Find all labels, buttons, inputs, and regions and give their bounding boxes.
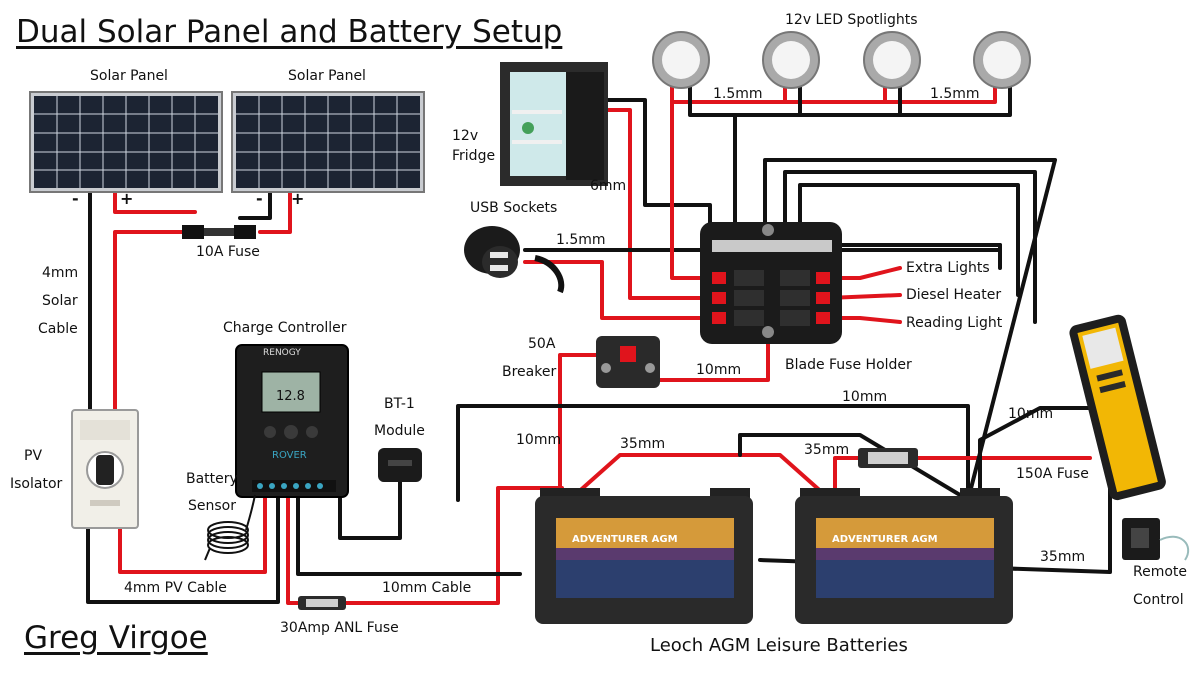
battery-right bbox=[795, 488, 1013, 624]
usb-wire-label: 1.5mm bbox=[556, 232, 606, 248]
fridge bbox=[500, 62, 608, 186]
remote-label-1: Remote bbox=[1133, 564, 1188, 580]
extra-lights-label: Extra Lights bbox=[906, 260, 990, 276]
battery-left-brand: ADVENTURER AGM bbox=[572, 534, 678, 545]
panel2-positive-wire bbox=[258, 190, 292, 234]
remote-control bbox=[1122, 518, 1190, 561]
reading-light-negative bbox=[783, 170, 1037, 324]
spot-positive-drop bbox=[670, 100, 714, 280]
solar-cable-label-3: Cable bbox=[38, 321, 78, 337]
solar-cable-label-2: Solar bbox=[42, 293, 78, 309]
controller-battery-negative bbox=[296, 493, 522, 576]
battery-link-negative bbox=[738, 433, 962, 497]
inverter bbox=[1069, 314, 1166, 501]
battery-right-brand: ADVENTURER AGM bbox=[832, 534, 938, 545]
spot-positive-bus bbox=[670, 80, 997, 104]
fuse-holder-negative-main bbox=[456, 404, 970, 502]
fuse-150a-label: 150A Fuse bbox=[1016, 466, 1089, 482]
bt-module-cable bbox=[338, 480, 402, 540]
fridge-label-1: 12v bbox=[452, 128, 479, 144]
panel-positive-wire bbox=[113, 190, 197, 214]
panel2-positive-label: + bbox=[291, 189, 305, 208]
controller-battery-positive bbox=[286, 493, 302, 605]
fridge-positive-wire bbox=[590, 108, 714, 300]
solar-panel-right bbox=[231, 91, 425, 193]
fridge-label-2: Fridge bbox=[452, 148, 496, 164]
solar-panel-left-label: Solar Panel bbox=[90, 68, 168, 84]
panel2-negative-label: - bbox=[256, 189, 263, 208]
breaker-to-fuse-holder bbox=[653, 330, 770, 382]
spot-wire-left-label: 1.5mm bbox=[713, 86, 763, 102]
diesel-heater-negative bbox=[798, 183, 1020, 297]
anl-fuse-label: 30Amp ANL Fuse bbox=[280, 620, 399, 636]
panel-series-negative-wire bbox=[238, 190, 272, 220]
bt1-label-1: BT-1 bbox=[384, 396, 415, 412]
battery-link-left-label: 35mm bbox=[620, 436, 666, 452]
pv-isolator-label-1: PV bbox=[24, 448, 43, 464]
battery-sensor bbox=[204, 494, 256, 561]
led-spotlights bbox=[652, 31, 1031, 89]
controller-battery-wire-label: 10mm bbox=[516, 432, 562, 448]
remote-label-2: Control bbox=[1133, 592, 1184, 608]
solar-cable-label-1: 4mm bbox=[42, 265, 79, 281]
spotlights-label: 12v LED Spotlights bbox=[785, 12, 918, 28]
breaker-wire-label: 10mm bbox=[696, 362, 742, 378]
inline-fuse-10a bbox=[182, 225, 256, 239]
battery-link-right-label: 35mm bbox=[804, 442, 850, 458]
usb-positive-wire bbox=[523, 260, 714, 320]
breaker-label-1: 50A bbox=[528, 336, 556, 352]
fridge-wire-label: 6mm bbox=[590, 178, 627, 194]
fuse-10a-label: 10A Fuse bbox=[196, 244, 260, 260]
battery-link-positive bbox=[573, 453, 827, 497]
usb-sockets-label: USB Sockets bbox=[470, 200, 558, 216]
diagram-title: Dual Solar Panel and Battery Setup bbox=[16, 14, 563, 50]
bt1-label-2: Module bbox=[374, 423, 425, 439]
charge-controller bbox=[235, 344, 349, 498]
pv-isolator-label-2: Isolator bbox=[10, 476, 63, 492]
battery-sensor-label-2: Sensor bbox=[188, 498, 236, 514]
fuse-holder-neg-wire-label: 10mm bbox=[842, 389, 888, 405]
battery-left bbox=[535, 488, 753, 624]
pv-cable-label: 4mm PV Cable bbox=[124, 580, 227, 596]
bt1-module bbox=[378, 448, 422, 482]
spot-negative-bus bbox=[688, 80, 1012, 117]
blade-fuse-holder bbox=[700, 222, 842, 344]
inverter-wire-label: 10mm bbox=[1008, 406, 1054, 422]
author-name: Greg Virgoe bbox=[24, 620, 208, 656]
controller-model: ROVER bbox=[272, 450, 307, 461]
fuse-150a-positive bbox=[833, 456, 862, 497]
spot-wire-right-label: 1.5mm bbox=[930, 86, 980, 102]
breaker-50a bbox=[596, 336, 660, 388]
pv-isolator bbox=[71, 409, 139, 529]
batteries-label: Leoch AGM Leisure Batteries bbox=[650, 635, 908, 656]
battery-sensor-label-1: Battery bbox=[186, 471, 238, 487]
fuse-to-isolator-wire bbox=[113, 230, 197, 412]
fridge-negative-wire bbox=[603, 98, 712, 247]
fuse-150a bbox=[858, 448, 918, 468]
controller-brand: RENOGY bbox=[263, 348, 301, 358]
controller-display: 12.8 bbox=[276, 389, 305, 404]
panel-positive-label: + bbox=[120, 189, 134, 208]
breaker-positive-wire bbox=[558, 353, 602, 502]
anl-fuse bbox=[298, 596, 346, 610]
pv-positive-wire bbox=[118, 493, 267, 574]
solar-panel-left bbox=[29, 91, 223, 193]
fuse-holder-negative-return bbox=[763, 158, 1057, 502]
inverter-neg-wire-label: 35mm bbox=[1040, 549, 1086, 565]
inverter-negative-wire bbox=[978, 406, 1092, 502]
solar-panel-right-label: Solar Panel bbox=[288, 68, 366, 84]
charge-controller-label: Charge Controller bbox=[223, 320, 347, 336]
pv-negative-wire bbox=[86, 493, 280, 604]
reading-light-label: Reading Light bbox=[906, 315, 1003, 331]
extra-lights-negative bbox=[828, 243, 1002, 270]
panel-negative-label: - bbox=[72, 189, 79, 208]
cable-10mm-label: 10mm Cable bbox=[382, 580, 472, 596]
usb-socket bbox=[464, 226, 565, 294]
blade-fuse-holder-label: Blade Fuse Holder bbox=[785, 357, 912, 373]
breaker-label-2: Breaker bbox=[502, 364, 557, 380]
diesel-heater-label: Diesel Heater bbox=[906, 287, 1002, 303]
